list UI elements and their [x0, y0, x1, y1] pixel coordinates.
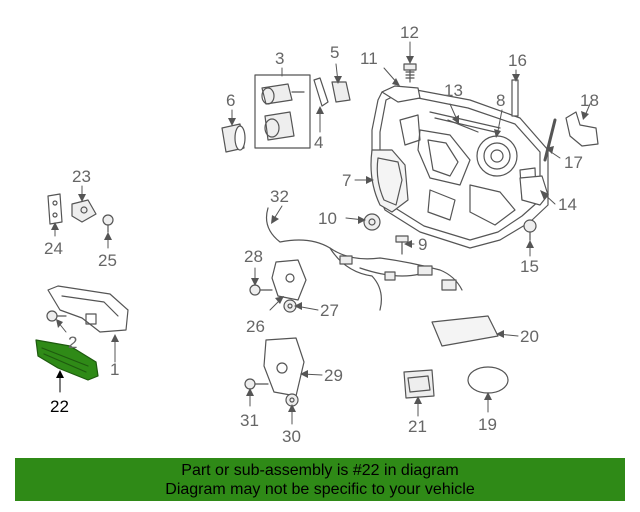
seal-19	[467, 366, 509, 394]
label-part-27: 27	[320, 301, 339, 320]
parts-diagram: 1 2 3 4 5 6 7 8 9 10 11 12 13 14 15 16 1…	[35, 23, 599, 446]
footer-banner: Part or sub-assembly is #22 in diagram D…	[15, 458, 625, 501]
label-part-6: 6	[226, 91, 235, 110]
bracket-24	[47, 193, 63, 225]
part-labels: 1 2 3 4 5 6 7 8 9 10 11 12 13 14 15 16 1…	[44, 23, 599, 446]
wiring-harness-32	[265, 207, 463, 311]
bracket-22	[35, 339, 99, 381]
clip-5	[331, 81, 351, 103]
bolt-12	[403, 63, 417, 83]
handle-1	[47, 285, 129, 333]
label-part-11: 11	[360, 49, 378, 68]
label-part-29: 29	[324, 366, 343, 385]
label-part-5: 5	[330, 43, 339, 62]
bolt-28	[249, 284, 273, 296]
label-part-22: 22	[50, 397, 69, 416]
screw-25	[102, 214, 114, 233]
bracket-14	[519, 175, 549, 206]
pad-20	[431, 315, 499, 347]
cylinder-3b	[264, 111, 295, 141]
label-part-20: 20	[520, 327, 539, 346]
label-part-9: 9	[418, 235, 427, 254]
label-part-13: 13	[444, 81, 463, 100]
screw-2	[46, 310, 67, 322]
lower-hinge-29	[263, 337, 305, 397]
label-part-21: 21	[408, 417, 427, 436]
label-part-17: 17	[564, 153, 583, 172]
label-part-14: 14	[558, 195, 577, 214]
label-part-24: 24	[44, 239, 63, 258]
label-part-3: 3	[275, 49, 284, 68]
rod-16	[511, 79, 519, 117]
seal-17	[543, 118, 557, 162]
label-part-31: 31	[240, 411, 259, 430]
cylinder-3a	[261, 83, 305, 105]
label-part-30: 30	[282, 427, 301, 446]
label-part-12: 12	[400, 23, 419, 42]
label-part-25: 25	[98, 251, 117, 270]
label-part-16: 16	[508, 51, 527, 70]
door-inner-panel	[370, 85, 549, 249]
bezel-6	[221, 123, 246, 153]
switch-21	[403, 369, 435, 399]
label-part-19: 19	[478, 415, 497, 434]
label-part-18: 18	[580, 91, 599, 110]
label-part-1: 1	[110, 360, 119, 379]
label-part-15: 15	[520, 257, 539, 276]
label-part-8: 8	[496, 91, 505, 110]
label-part-28: 28	[244, 247, 263, 266]
upper-hinge-26	[271, 259, 307, 301]
screw-15	[523, 219, 537, 241]
label-part-2: 2	[68, 333, 77, 352]
grommet-10	[363, 213, 381, 231]
striker-23	[71, 199, 97, 223]
label-part-26: 26	[246, 317, 265, 336]
label-part-7: 7	[342, 171, 351, 190]
label-part-32: 32	[270, 187, 289, 206]
label-part-4: 4	[314, 133, 323, 152]
label-part-10: 10	[318, 209, 337, 228]
rod-4	[313, 77, 329, 107]
footer-line-disclaimer: Diagram may not be specific to your vehi…	[165, 481, 475, 498]
bolt-31	[244, 378, 269, 390]
footer-line-part: Part or sub-assembly is #22 in diagram	[181, 462, 459, 479]
hinge-18	[565, 111, 599, 147]
arrowheads	[51, 56, 589, 412]
label-part-23: 23	[72, 167, 91, 186]
